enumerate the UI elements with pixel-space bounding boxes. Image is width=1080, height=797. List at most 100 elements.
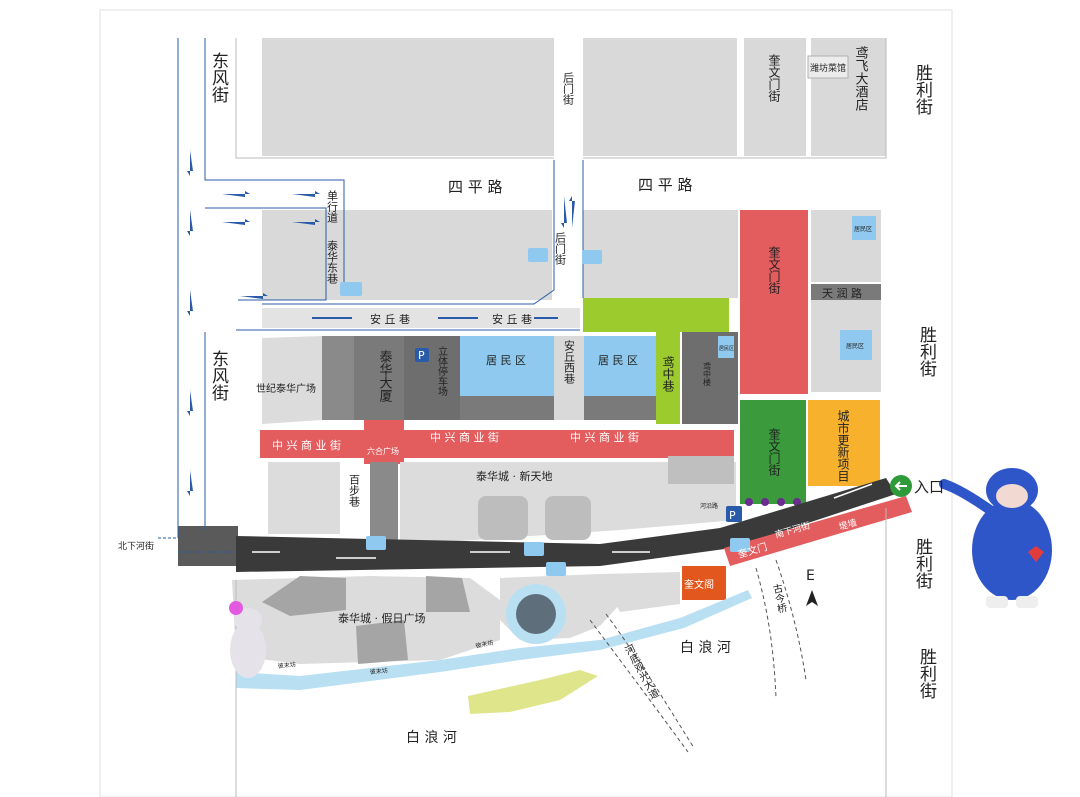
label-danxing: 单行道 [326, 190, 339, 223]
arrow-icon [187, 210, 193, 236]
label-juminqu-small-2: 居民区 [846, 343, 864, 350]
arrow-icon [569, 196, 575, 228]
arrow-icon [833, 483, 873, 499]
parking-icon [415, 348, 429, 362]
block-caiguan [807, 55, 849, 79]
arrow-icon [561, 196, 567, 228]
label-anqiu-2: 安 丘 巷 [492, 312, 532, 326]
parking-icon-2-label: P [729, 509, 736, 522]
frame-line-2 [583, 38, 887, 159]
danxing-line [204, 38, 345, 290]
label-taihua-dong: 泰华东巷 [326, 239, 339, 284]
block-kuiwen-red [740, 210, 808, 394]
purple-dot-2 [761, 498, 769, 506]
anqiu-west-block [554, 336, 584, 420]
guide-line-2 [205, 207, 327, 301]
label-houmen-top: 后门街 [562, 72, 575, 106]
label-yuanzhong: 鸢中巷 [661, 356, 675, 392]
label-taihua-dasha: 泰华大厦 [377, 350, 393, 402]
arrow-icon [222, 219, 250, 225]
parking-icon-2 [726, 506, 742, 522]
mascot-white-head [234, 608, 262, 632]
river-island [468, 670, 598, 714]
beixiahe-line [158, 537, 236, 553]
res-small-2 [840, 330, 872, 360]
pond-center [516, 594, 556, 634]
camera-icon [730, 538, 750, 552]
label-anqiu-west: 安丘西巷 [563, 339, 576, 384]
camera-icon [524, 542, 544, 556]
mascot-blue-foot-right [1016, 596, 1038, 608]
label-dongfeng-top: 东风街 [208, 52, 229, 103]
jiari-building-1 [262, 576, 346, 616]
block-mid-left [262, 210, 552, 300]
label-liuhe-plaza: 六合广场 [367, 446, 399, 456]
block-shiji-taihua [262, 336, 322, 424]
mascot-blue-arm [939, 479, 995, 515]
block-baibu [370, 462, 398, 542]
label-anqiu-1: 安 丘 巷 [370, 312, 410, 326]
label-tianrun: 天 润 路 [822, 286, 862, 300]
yuanzhong-small-res [718, 336, 734, 358]
block-top-left [262, 38, 554, 156]
compass-icon [806, 590, 818, 606]
label-compass: E [806, 568, 815, 584]
arrow-icon [187, 470, 193, 496]
label-juminqu-small-1: 居民区 [854, 226, 872, 233]
label-parking: 立体停车场 [436, 345, 448, 397]
label-shengli-3: 胜利街 [912, 538, 933, 589]
label-weifang-caiguan: 潍坊菜馆 [810, 62, 846, 74]
block-kuiwen-green [740, 400, 806, 504]
arrow-icon [187, 390, 193, 416]
label-yuanzhong-lou: 鸢中楼 [703, 361, 712, 387]
arrow-icon [240, 293, 268, 299]
label-juminqu-small-3: 居民区 [719, 346, 734, 352]
camera-icon [546, 562, 566, 576]
arrow-icon [292, 219, 320, 225]
nanxiahe-road [724, 496, 912, 566]
label-juminqu-2: 居 民 区 [598, 354, 638, 367]
label-zhongxing-1: 中 兴 商 业 街 [272, 438, 341, 452]
label-kuiwen-ge: 奎文阁 [684, 578, 714, 591]
label-zhongxing-3: 中 兴 商 业 街 [570, 430, 639, 444]
label-bailang-1: 白 浪 河 [680, 640, 731, 656]
cameras [340, 248, 750, 576]
xintiandi-dome-1 [478, 496, 528, 540]
block-kuiwen-top [744, 38, 806, 156]
purple-dot-1 [745, 498, 753, 506]
label-beixiahe: 北下河街 [118, 540, 154, 552]
main-road [236, 478, 896, 572]
block-taihua-dasha [354, 336, 404, 420]
label-houmen-mid: 后门街 [554, 232, 567, 266]
label-siping-left: 四 平 路 [448, 178, 503, 196]
arrow-icon [187, 150, 193, 176]
label-small-road: 河沿路 [700, 502, 718, 510]
block-beixiahe [178, 526, 238, 566]
xintiandi-dome-2 [545, 496, 591, 540]
label-shengli-1: 胜利街 [912, 64, 933, 115]
label-yuanfei-hotel: 鸢飞大酒店 [853, 46, 869, 111]
arrow-icon [222, 191, 250, 197]
residential-left [460, 336, 554, 396]
mascot-blue-face [996, 484, 1028, 508]
label-juminqu-1: 居 民 区 [486, 354, 526, 367]
label-taihua-xintiandi: 泰华城 · 新天地 [476, 469, 553, 483]
res-small-1 [852, 216, 876, 240]
jiari-building-3 [356, 620, 408, 664]
label-entrance: 入口 [914, 478, 944, 496]
jiari-building-2 [426, 576, 470, 612]
label-kuiwen-top: 奎文门街 [767, 53, 781, 102]
road-arrows [252, 483, 873, 559]
label-baibu: 百步巷 [348, 474, 361, 507]
guide-arrows [187, 150, 575, 496]
bailang-river [236, 590, 752, 690]
hedi-line-2 [605, 613, 695, 749]
mascot-blue-icon [939, 468, 1052, 608]
residential-right [584, 336, 656, 396]
block-top-mid [583, 38, 737, 156]
label-dongfeng-bottom: 东风街 [208, 350, 229, 401]
mascot-blue-body [972, 500, 1052, 600]
label-shengli-4: 胜利街 [916, 648, 937, 699]
yuanzhong-lime-vertical [656, 332, 680, 424]
camera-icon [582, 250, 602, 264]
